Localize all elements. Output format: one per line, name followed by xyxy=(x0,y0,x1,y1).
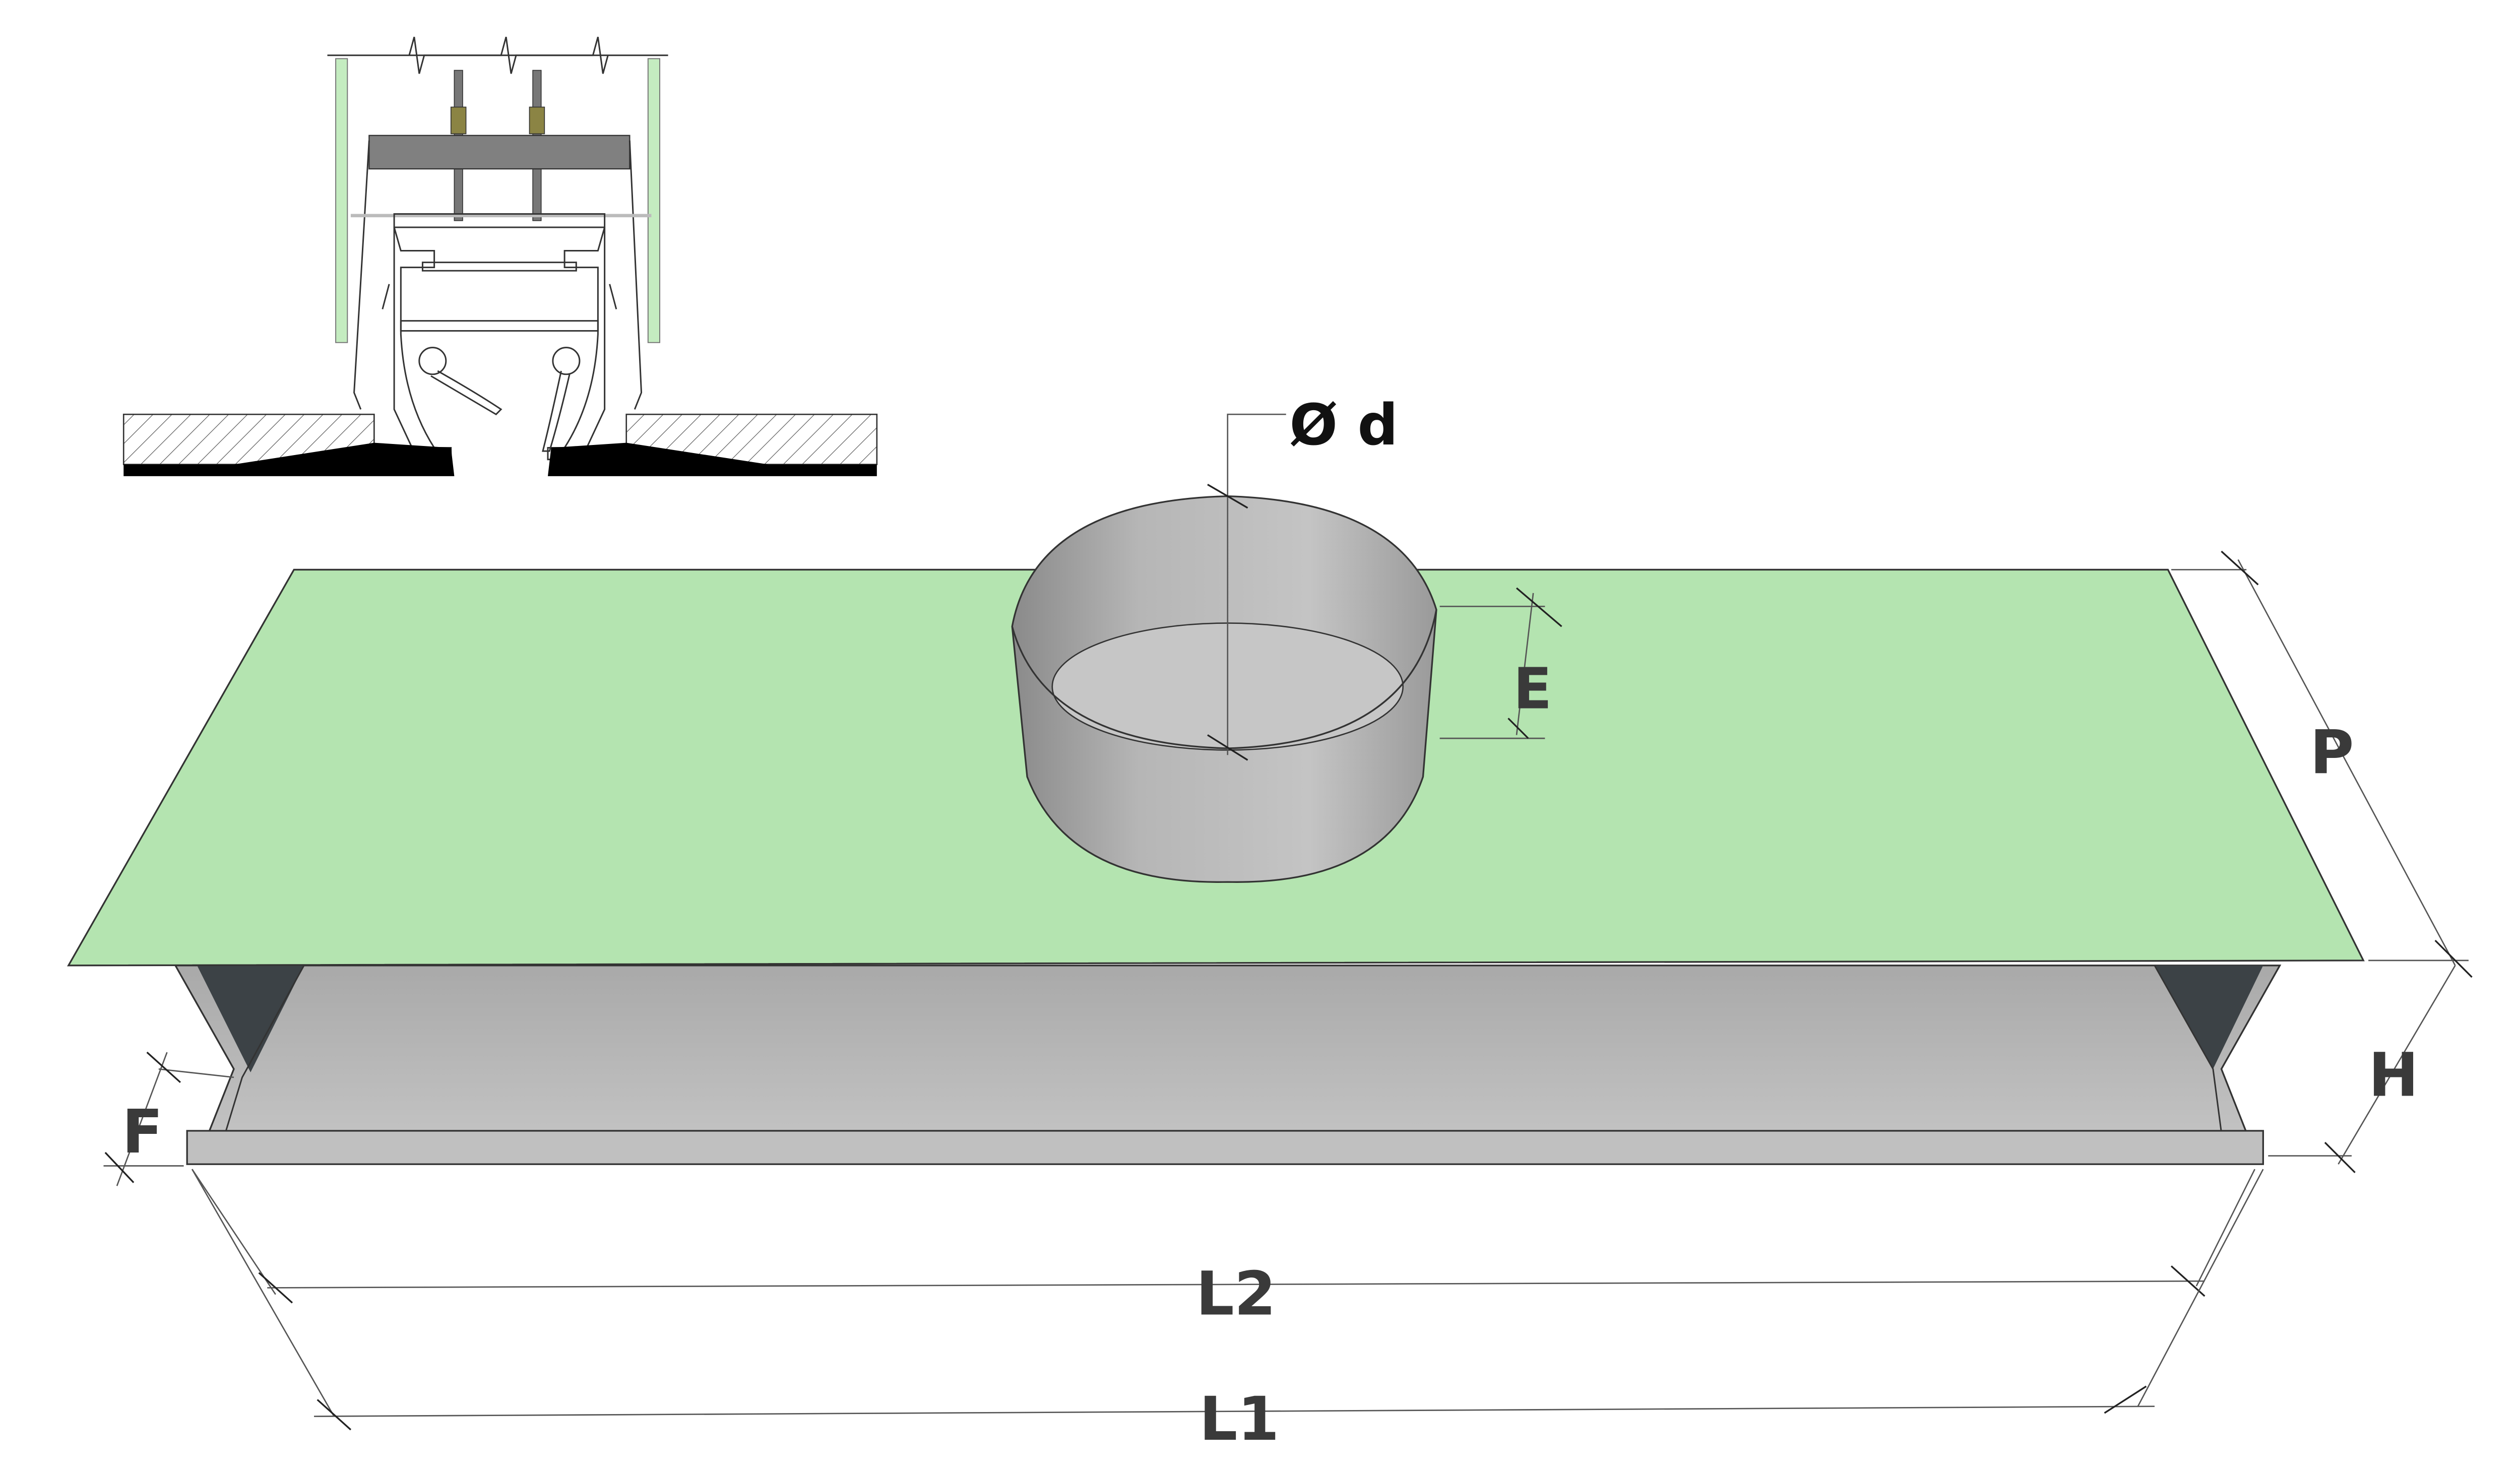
label-l2: L2 xyxy=(1196,1259,1276,1329)
plenum-box xyxy=(67,495,2365,1165)
label-f: F xyxy=(122,1097,163,1167)
label-l1: L1 xyxy=(1199,1384,1279,1454)
inset-plaster-right xyxy=(647,58,660,343)
dimensions xyxy=(103,413,2473,1431)
box-flange xyxy=(186,1130,2264,1165)
dimension-labels: Ø d E P H F L2 L1 xyxy=(122,392,2419,1454)
inset-top-plate xyxy=(368,135,631,170)
inset-plaster-left xyxy=(335,58,348,343)
label-e: E xyxy=(1513,655,1552,722)
cross-section-inset xyxy=(122,36,878,476)
label-diameter: Ø d xyxy=(1289,392,1398,458)
box-inner-left xyxy=(197,965,304,1072)
label-h: H xyxy=(2368,1040,2419,1110)
box-inner-right xyxy=(2154,965,2263,1069)
label-p: P xyxy=(2310,718,2354,788)
box-body xyxy=(174,965,2282,1133)
circular-collar xyxy=(1011,495,1437,883)
